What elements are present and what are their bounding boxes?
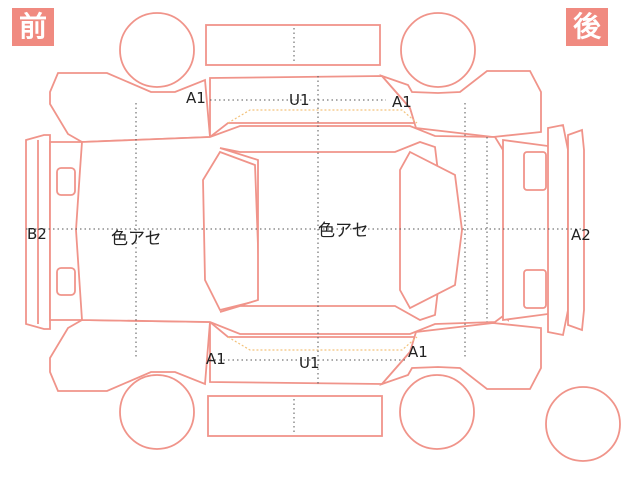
left-front-fender bbox=[49, 72, 211, 143]
front-left-wheel bbox=[119, 12, 195, 88]
windshield bbox=[202, 150, 261, 312]
right-headlight bbox=[56, 267, 76, 296]
rear-bumper-edge bbox=[567, 128, 585, 332]
rear-bumper bbox=[547, 123, 569, 337]
left-side-glass-line bbox=[227, 109, 418, 124]
rear-left-wheel bbox=[400, 12, 476, 88]
left-taillight bbox=[523, 151, 547, 191]
mark-rear-bumper: A2 bbox=[571, 226, 591, 244]
right-front-fender bbox=[49, 319, 211, 392]
right-taillight bbox=[523, 269, 547, 309]
mark-roof-bottom: U1 bbox=[299, 354, 320, 372]
spare-wheel bbox=[545, 386, 621, 462]
left-headlight bbox=[56, 167, 76, 196]
front-right-wheel bbox=[119, 374, 195, 450]
front-badge: 前 bbox=[12, 8, 54, 46]
mark-hood: 色アセ bbox=[111, 229, 162, 249]
rear-right-wheel bbox=[399, 374, 475, 450]
right-side-glass-line bbox=[227, 336, 418, 351]
left-rocker-panel bbox=[205, 24, 381, 66]
mark-front-right-door: A1 bbox=[206, 350, 226, 368]
mark-rear-left-door: A1 bbox=[392, 93, 412, 111]
rear-badge: 後 bbox=[566, 8, 608, 46]
mark-rear-right-door: A1 bbox=[408, 343, 428, 361]
mark-front-left-door: A1 bbox=[186, 89, 206, 107]
mark-roof: 色アセ bbox=[318, 221, 369, 241]
roof bbox=[219, 141, 446, 321]
mark-roof-top: U1 bbox=[289, 91, 310, 109]
rear-window bbox=[399, 150, 463, 310]
right-rocker-panel bbox=[207, 395, 383, 437]
mark-front-bumper: B2 bbox=[27, 225, 47, 243]
